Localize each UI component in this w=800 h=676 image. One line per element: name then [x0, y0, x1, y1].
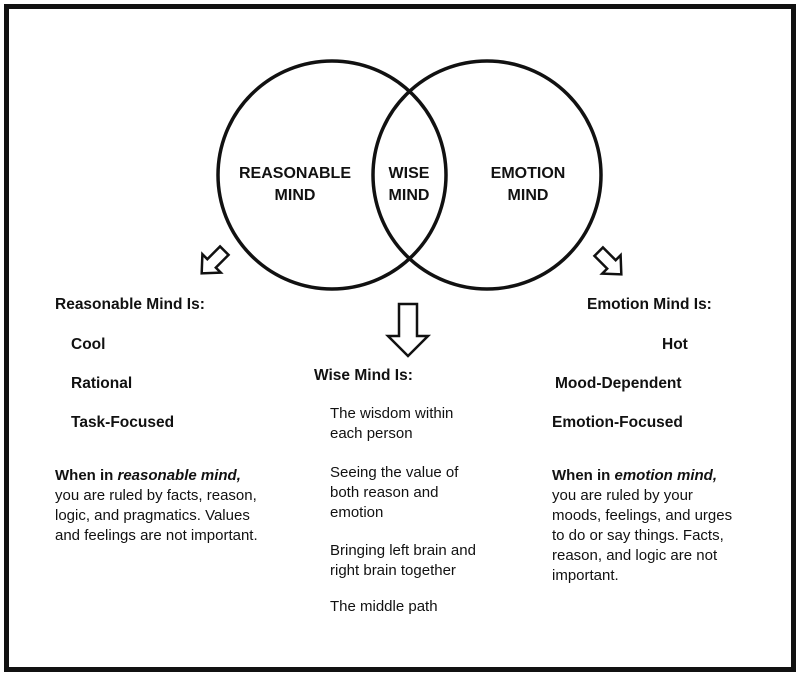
description-line: to do or say things. Facts,	[552, 527, 724, 544]
lead-italic: reasonable mind,	[117, 467, 241, 484]
description-line: you are ruled by your	[552, 487, 693, 504]
wise-mind-label: WISE MIND	[378, 163, 440, 207]
arrow-down-left-icon	[200, 244, 231, 275]
emotion-trait: Hot	[662, 336, 688, 353]
reasonable-mind-circle	[216, 59, 448, 291]
reasonable-description: When in reasonable mind, you are ruled b…	[55, 466, 305, 546]
emotion-mind-circle	[371, 59, 603, 291]
reasonable-trait: Task-Focused	[71, 414, 175, 431]
wise-item: Bringing left brain and right brain toge…	[330, 541, 520, 581]
arrow-down-right-icon	[592, 245, 623, 276]
description-line: you are ruled by facts, reason,	[55, 487, 257, 504]
reasonable-heading: Reasonable Mind Is:	[55, 296, 205, 313]
wise-item-line: both reason and	[330, 484, 439, 501]
reasonable-mind-label: REASONABLE MIND	[230, 163, 360, 207]
label-line: MIND	[274, 187, 316, 204]
wise-item-line: The wisdom within	[330, 405, 454, 422]
lead-italic: emotion mind,	[614, 467, 718, 484]
emotion-trait: Emotion-Focused	[552, 414, 683, 431]
label-line: MIND	[507, 187, 549, 204]
wise-item-line: Bringing left brain and	[330, 542, 476, 559]
description-line: reason, and logic are not	[552, 547, 718, 564]
arrow-down-icon	[384, 302, 432, 358]
emotion-mind-label: EMOTION MIND	[478, 163, 578, 207]
label-line: WISE	[388, 165, 430, 182]
description-line: important.	[552, 567, 619, 584]
wise-item: Seeing the value of both reason and emot…	[330, 463, 520, 523]
description-line: and feelings are not important.	[55, 527, 258, 544]
emotion-heading: Emotion Mind Is:	[587, 296, 712, 313]
label-line: EMOTION	[490, 165, 566, 182]
label-line: REASONABLE	[238, 165, 351, 182]
emotion-description: When in emotion mind, you are ruled by y…	[552, 466, 782, 586]
wise-item-line: emotion	[330, 504, 384, 521]
description-line: moods, feelings, and urges	[552, 507, 733, 524]
wise-item-line: each person	[330, 425, 413, 442]
reasonable-trait: Rational	[71, 375, 133, 392]
wise-item-line: Seeing the value of	[330, 464, 459, 481]
emotion-trait: Mood-Dependent	[555, 375, 682, 392]
description-line: logic, and pragmatics. Values	[55, 507, 250, 524]
wise-item: The middle path	[330, 597, 520, 617]
wise-item: The wisdom within each person	[330, 404, 520, 444]
lead-bold: When in	[55, 467, 118, 484]
label-line: MIND	[388, 187, 430, 204]
wise-item-line: The middle path	[330, 598, 438, 615]
reasonable-trait: Cool	[71, 336, 106, 353]
wise-heading: Wise Mind Is:	[314, 367, 413, 384]
lead-bold: When in	[552, 467, 615, 484]
wise-item-line: right brain together	[330, 562, 456, 579]
